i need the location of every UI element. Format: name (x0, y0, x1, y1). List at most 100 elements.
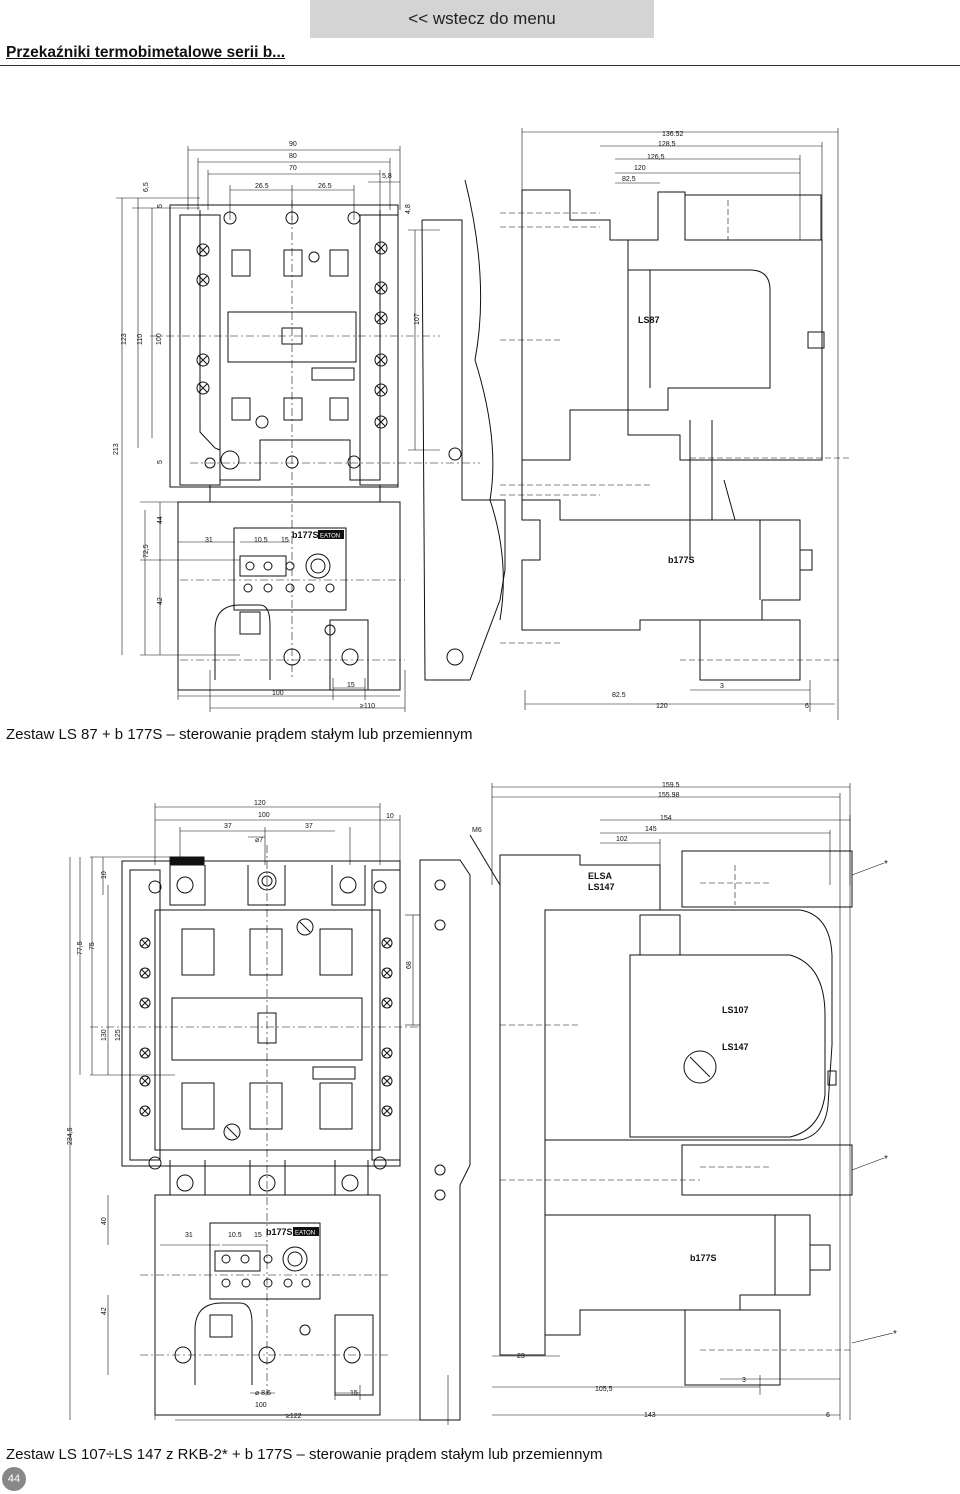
eaton-logo-2 (293, 1227, 319, 1236)
caption-ls107-ls147-set: Zestaw LS 107÷LS 147 z RKB-2* + b 177S –… (6, 1446, 603, 1463)
dim2-15-a: 15 (254, 1232, 262, 1239)
dim-6: 6 (805, 703, 809, 710)
asterisk-1: * (884, 859, 888, 870)
dim2-159-5: 159.5 (662, 782, 680, 789)
b177s-side-label-2: b177S (690, 1253, 717, 1263)
asterisk-2: * (884, 1154, 888, 1165)
dim-3: 3 (720, 683, 724, 690)
ls87-label: LS87 (638, 315, 660, 325)
eaton-brand-2: EATON (295, 1231, 315, 1237)
dim2-10-left: 10 (101, 871, 108, 879)
dim-107: 107 (414, 313, 421, 325)
dim2-75: 75 (89, 942, 96, 950)
eaton-brand-1: EATON (320, 534, 340, 540)
dim2-dia7: ⌀7 (255, 837, 263, 844)
label-m6: M6 (472, 827, 482, 834)
b177s-front-label-2: b177S (266, 1227, 293, 1237)
dim2-234-5: 234,5 (67, 1127, 74, 1145)
ls87-side-body (521, 189, 823, 461)
dim2-100-b: 100 (255, 1402, 267, 1409)
dim2-37-b: 37 (305, 823, 313, 830)
dim-123: 123 (121, 333, 128, 345)
dim2-105-5: 105,5 (595, 1386, 613, 1393)
dim-120-bottom: 120 (656, 703, 668, 710)
dim2-3: 3 (742, 1377, 746, 1384)
b177s-front-body-2 (154, 1194, 381, 1416)
dim2-37-a: 37 (224, 823, 232, 830)
page-title: Przekaźniki termobimetalowe serii b... (6, 44, 286, 61)
elsa-label: ELSA (588, 871, 613, 881)
dim2-6: 6 (826, 1412, 830, 1419)
dim-100-h: 100 (272, 690, 284, 697)
dim-5-mid: 5 (157, 460, 164, 464)
dim2-15-b: 15 (350, 1390, 358, 1397)
ls147-top-label: LS147 (588, 882, 615, 892)
dim2-155-98: 155.98 (658, 792, 680, 799)
dim-26-5-b: 26.5 (318, 183, 332, 190)
ls87-front-body (169, 204, 399, 488)
dim-126-5: 126,5 (647, 154, 665, 161)
b177s-front-panel-2 (209, 1222, 321, 1300)
back-to-menu-button[interactable]: << wstecz do menu (310, 0, 654, 38)
eaton-logo-1 (318, 530, 344, 539)
asterisk-3: * (893, 1329, 897, 1340)
terminal-screws-left (196, 243, 210, 395)
dim2-154: 154 (660, 815, 672, 822)
dim-10-5: 10.5 (254, 537, 268, 544)
terminal-screws-right-2 (381, 937, 393, 1117)
dim-6-5: 6,5 (143, 182, 150, 192)
b177s-front-body (177, 501, 401, 691)
dim-5-top: 5 (157, 204, 164, 208)
dim-82-5-bottom: 82.5 (612, 692, 626, 699)
dim-31: 31 (205, 537, 213, 544)
dim2-145: 145 (645, 826, 657, 833)
dim-100-v: 100 (156, 333, 163, 345)
dim-128-5: 128,5 (658, 141, 676, 148)
dim-72-5: 72,5 (143, 544, 150, 558)
title-divider (0, 65, 960, 66)
dim2-10-top: 10 (386, 813, 394, 820)
dim2-23: 23 (517, 1353, 525, 1360)
page-number: 44 (2, 1467, 26, 1491)
dim-110-min: ≥110 (360, 703, 375, 710)
dim2-130: 130 (101, 1029, 108, 1041)
dim-5-8: 5,8 (382, 173, 392, 180)
dim2-31: 31 (185, 1232, 193, 1239)
dim-42: 42 (157, 597, 164, 605)
dim-15-b: 15 (347, 682, 355, 689)
dim-26-5-a: 26.5 (255, 183, 269, 190)
dim-213: 213 (113, 443, 120, 455)
dim2-120: 120 (254, 800, 266, 807)
dim2-68: 68 (406, 961, 413, 969)
dim-44: 44 (157, 516, 164, 524)
dim2-100: 100 (258, 812, 270, 819)
ls107-label: LS107 (722, 1005, 749, 1015)
elsa-ls147-side-body (499, 854, 661, 1356)
dim2-77-5: 77,5 (77, 941, 84, 955)
dim2-102: 102 (616, 836, 628, 843)
drawing-ls87-b177s: 90 80 70 26.5 26.5 5,8 6,5 5 4,8 123 110… (113, 128, 850, 720)
terminal-screws-left-2 (139, 937, 151, 1117)
dim2-125: 125 (115, 1029, 122, 1041)
dim-110: 110 (137, 334, 144, 345)
dim-4-8: 4,8 (405, 204, 412, 214)
mounting-bracket (421, 219, 506, 681)
dim2-10-5: 10.5 (228, 1232, 242, 1239)
dim-90: 90 (289, 141, 297, 148)
dim-136-52: 136.52 (662, 131, 684, 138)
dim2-40: 40 (101, 1217, 108, 1225)
b177s-front-label: b177S (292, 530, 319, 540)
terminal-screws-right (374, 241, 388, 429)
ls147-label: LS147 (722, 1042, 749, 1052)
dim2-42: 42 (101, 1307, 108, 1315)
dim2-dia8-6: ⌀ 8,6 (255, 1390, 271, 1397)
dim-80: 80 (289, 153, 297, 160)
drawing-ls107-ls147-b177s: 120 100 37 37 10 ⌀7 10 77,5 75 68 130 12… (67, 782, 897, 1425)
dim-70: 70 (289, 165, 297, 172)
dim-120-top: 120 (634, 165, 646, 172)
dim-82-5-top: 82,5 (622, 176, 636, 183)
mounting-bracket-2 (419, 859, 471, 1421)
caption-ls87-set: Zestaw LS 87 + b 177S – sterowanie prąde… (6, 726, 473, 743)
dim2-122-min: ≥122 (286, 1413, 302, 1420)
dim-15-a: 15 (281, 537, 289, 544)
